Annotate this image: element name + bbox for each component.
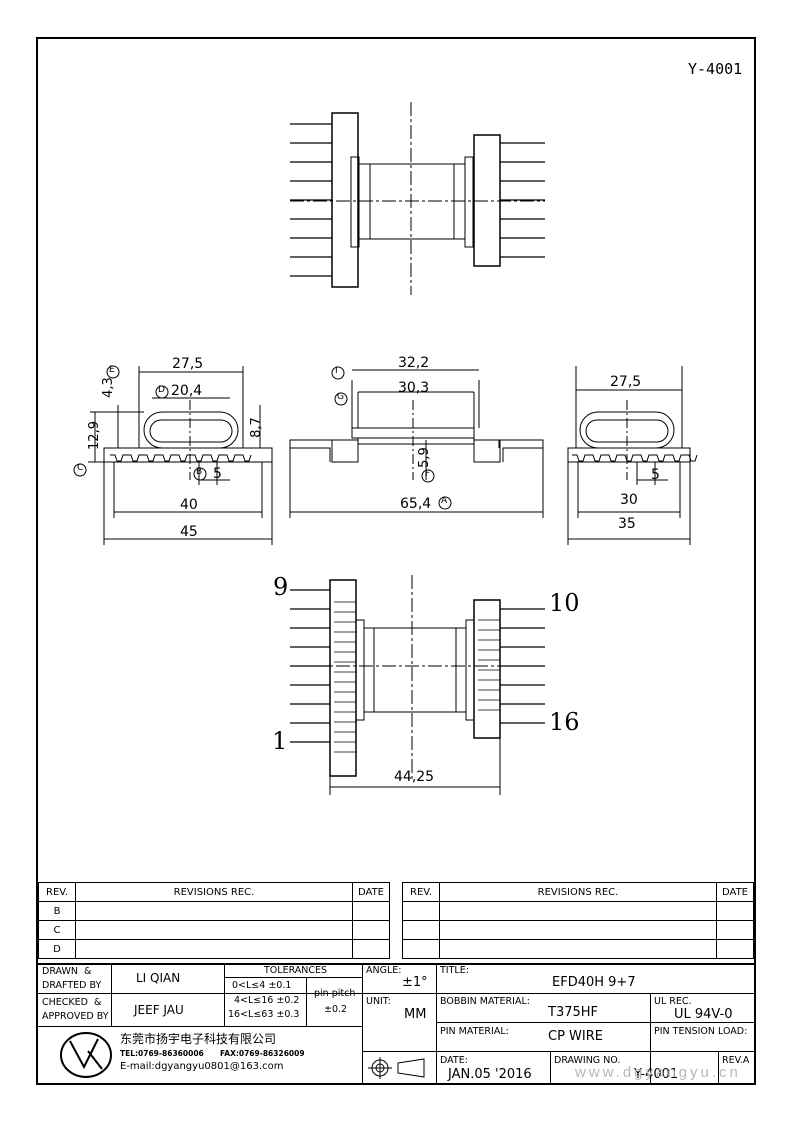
unit-value: MM xyxy=(404,1007,427,1022)
tolerance-2: 4<L≤16 ±0.2 xyxy=(234,995,300,1006)
projection-symbol-icon xyxy=(368,1057,425,1079)
drawing-frame xyxy=(36,37,756,1085)
tolerance-3: 16<L≤63 ±0.3 xyxy=(228,1009,300,1020)
rec-header-1: REVISIONS REC. xyxy=(75,882,353,902)
dim-27-5-right: 27,5 xyxy=(610,374,642,390)
dim-27-5-left: 27,5 xyxy=(172,356,204,372)
unit-label: UNIT: xyxy=(366,996,391,1007)
company-tel: TEL:0769-86360006 xyxy=(120,1049,204,1058)
dim-35: 35 xyxy=(618,516,636,532)
date-label: DATE: xyxy=(440,1055,468,1066)
revision-table: REV. REVISIONS REC. DATE REV. REVISIONS … xyxy=(38,882,754,959)
pin-16-label: 16 xyxy=(549,708,580,736)
rev-row-b: B xyxy=(38,901,76,921)
dim-12-9: 12,9 xyxy=(86,421,102,450)
drawing-no-value: Y-4001 xyxy=(634,1067,679,1082)
rev-row-d: D xyxy=(38,939,76,959)
pin-tension-label: PIN TENSION LOAD: xyxy=(654,1026,748,1037)
company-fax: FAX:0769-86326009 xyxy=(220,1049,305,1058)
pin-9-label: 9 xyxy=(273,573,289,601)
bobbin-material-label: BOBBIN MATERIAL: xyxy=(440,996,530,1007)
angle-value: ±1° xyxy=(402,975,428,990)
rev-label: REV.A xyxy=(722,1055,750,1066)
title-value: EFD40H 9+7 xyxy=(552,975,636,990)
checked-by-label: CHECKED & APPROVED BY xyxy=(42,997,109,1022)
dim-30-3: 30,3 xyxy=(398,380,430,396)
company-email: E-mail:dgyangyu0801@163.com xyxy=(120,1061,284,1072)
mark-f: F xyxy=(425,469,431,479)
mark-e: E xyxy=(109,365,115,375)
pin-material-value: CP WIRE xyxy=(548,1029,603,1044)
dim-65-4: 65,4 xyxy=(400,496,432,512)
company-logo-icon xyxy=(60,1032,112,1078)
title-label: TITLE: xyxy=(440,965,469,976)
dim-45: 45 xyxy=(180,524,198,540)
dim-44-25: 44,25 xyxy=(394,769,435,785)
ul-rec-value: UL 94V-0 xyxy=(674,1007,733,1022)
dim-40: 40 xyxy=(180,497,198,513)
dim-20-4: 20,4 xyxy=(171,383,203,399)
side-view-left xyxy=(88,366,273,545)
angle-label: ANGLE: xyxy=(366,965,402,976)
pin-10-label: 10 xyxy=(549,589,580,617)
dim-4-3: 4,3 xyxy=(100,377,116,398)
dim-5-9: 5,9 xyxy=(416,447,432,468)
pin-material-label: PIN MATERIAL: xyxy=(440,1026,509,1037)
drawn-by-value: LI QIAN xyxy=(136,971,181,985)
dim-5-right: 5 xyxy=(651,467,660,483)
rec-header-2: REVISIONS REC. xyxy=(439,882,717,902)
mark-i: I xyxy=(335,366,338,376)
bottom-view xyxy=(290,575,545,795)
mark-b: B xyxy=(196,467,203,477)
company-name: 东莞市扬宇电子科技有限公司 xyxy=(120,1032,277,1046)
date-header-2: DATE xyxy=(716,882,754,902)
bobbin-material-value: T375HF xyxy=(548,1005,599,1020)
side-view-right xyxy=(567,366,698,545)
mark-d: D xyxy=(158,385,165,395)
top-view xyxy=(290,102,545,295)
document-number: Y-4001 xyxy=(688,60,743,78)
date-value: JAN.05 '2016 xyxy=(448,1067,532,1082)
ul-rec-label: UL REC. xyxy=(654,996,692,1007)
rev-header-2: REV. xyxy=(402,882,440,902)
side-view-middle xyxy=(289,369,544,518)
rev-row-c: C xyxy=(38,920,76,940)
tolerances-label: TOLERANCES xyxy=(264,965,328,976)
dim-30: 30 xyxy=(620,492,638,508)
dim-8-7: 8,7 xyxy=(248,417,264,438)
mark-g: G xyxy=(337,392,344,402)
rev-header-1: REV. xyxy=(38,882,76,902)
dim-32-2: 32,2 xyxy=(398,355,430,371)
pin-pitch-tolerance: ±0.2 xyxy=(324,1004,348,1015)
title-block: DRAWN & DRAFTED BY LI QIAN CHECKED & APP… xyxy=(38,963,754,1083)
dim-5-left: 5 xyxy=(213,466,222,482)
tolerance-1: 0<L≤4 ±0.1 xyxy=(232,980,292,991)
date-header-1: DATE xyxy=(352,882,390,902)
watermark: www.dgyangyu.cn xyxy=(575,1064,741,1081)
mark-a: A xyxy=(441,496,448,506)
checked-by-value: JEEF JAU xyxy=(134,1003,184,1017)
pin-pitch-label: pin pitch xyxy=(314,988,356,999)
drawing-no-label: DRAWING NO. xyxy=(554,1055,621,1066)
pin-1-label: 1 xyxy=(272,727,288,755)
drawn-by-label: DRAWN & DRAFTED BY xyxy=(42,966,102,991)
mark-c: C xyxy=(77,463,84,473)
